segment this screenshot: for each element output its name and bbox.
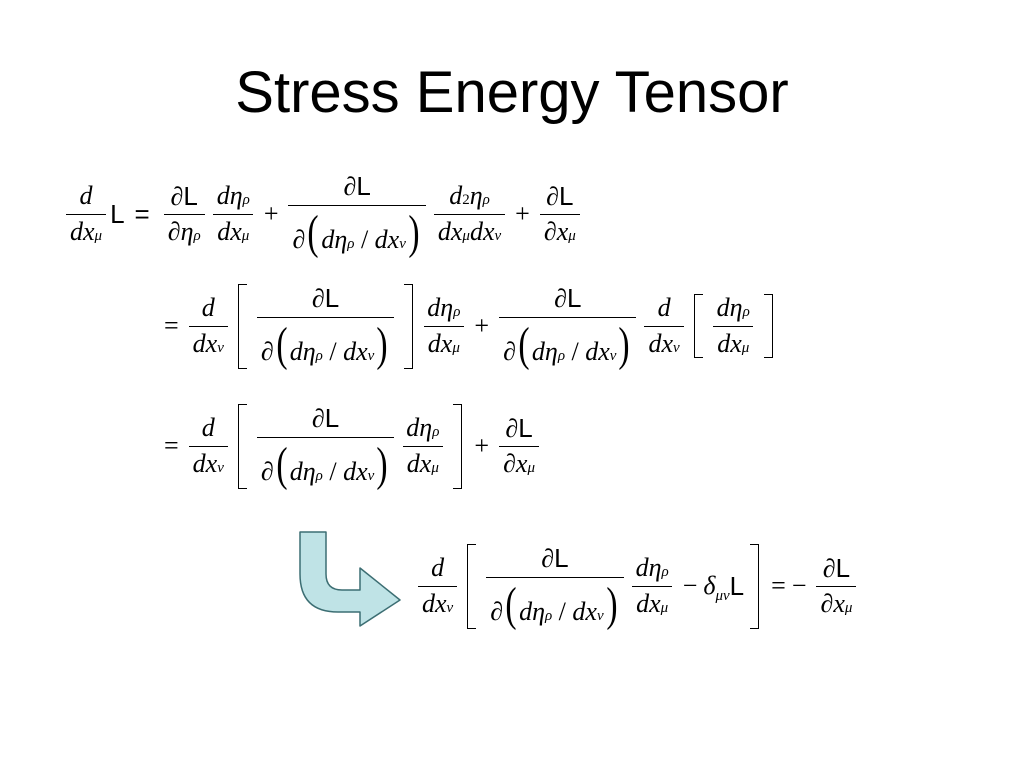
slide-title: Stress Energy Tensor <box>235 60 789 125</box>
curved-arrow-icon <box>299 531 401 627</box>
equals-sign: = <box>134 198 150 229</box>
equals-sign: = <box>771 571 786 601</box>
plus-sign: + <box>515 199 530 229</box>
lagrangian: L <box>729 570 745 601</box>
minus-sign: − <box>682 571 698 601</box>
lagrangian: L <box>110 198 125 229</box>
plus-sign: + <box>474 311 490 341</box>
plus-sign: + <box>263 199 279 229</box>
plus-sign: + <box>474 431 490 461</box>
equals-sign: = <box>164 311 179 341</box>
minus-sign: − <box>791 571 807 601</box>
kronecker-delta: δμν <box>703 571 730 605</box>
equals-sign: = <box>164 431 179 461</box>
